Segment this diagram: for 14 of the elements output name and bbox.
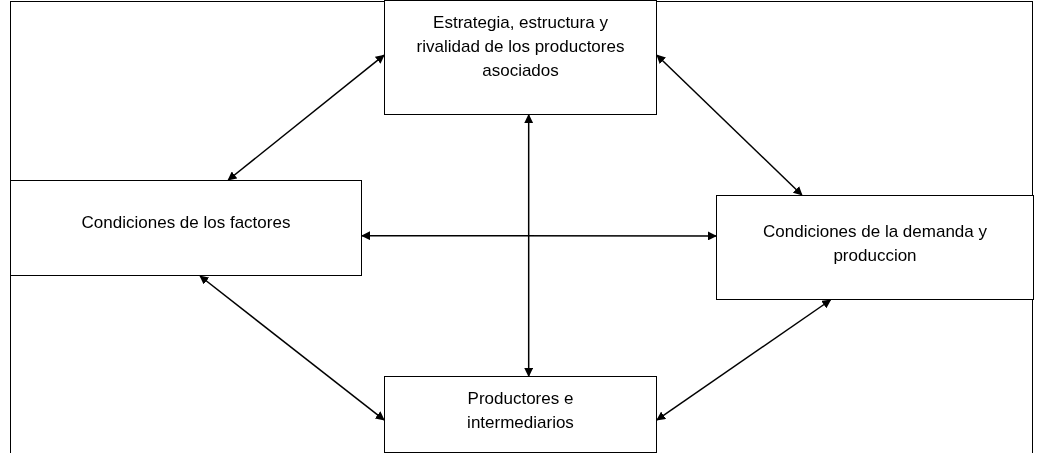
double-arrow [199, 275, 385, 421]
double-arrow [656, 299, 832, 421]
text-box [384, 376, 657, 453]
box-label: Productores e intermediarios [466, 388, 575, 434]
double-arrow [361, 231, 717, 241]
text-box [384, 0, 657, 115]
double-arrow [524, 114, 534, 377]
box-label: Estrategia, estructura y rivalidad de los productores asociados [415, 12, 626, 82]
double-arrow [227, 54, 385, 181]
text-box [716, 195, 1034, 300]
box-label: Condiciones de los factores [81, 212, 291, 234]
double-arrow [656, 54, 803, 196]
text-box [10, 180, 362, 276]
box-label: Condiciones de la demanda y produccion [762, 221, 988, 267]
